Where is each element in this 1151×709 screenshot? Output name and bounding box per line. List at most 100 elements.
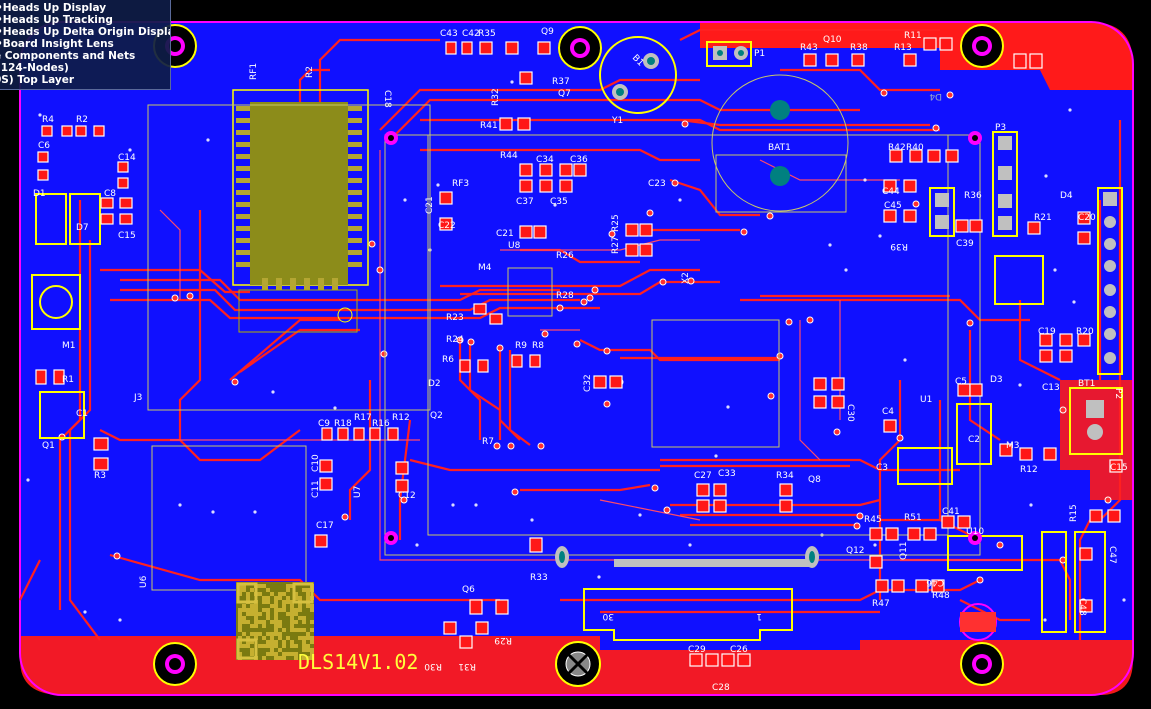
designator-label: R17 [354, 413, 372, 423]
designator-label: C17 [316, 521, 334, 531]
component-outlines [147, 74, 981, 591]
designator-label: Q11 [899, 541, 909, 560]
designator-label: R44 [500, 151, 518, 161]
designator-label: C10 [311, 454, 321, 472]
qr-code-silkscreen [236, 582, 314, 660]
designator-label: C14 [118, 153, 136, 163]
designator-label: M1 [62, 341, 76, 351]
designator-label: R39 [890, 241, 908, 251]
designator-label: C6 [38, 141, 50, 151]
designator-label: R41 [480, 121, 498, 131]
hud-line-components-nets: e Components and Nets [0, 50, 136, 62]
designator-label: C11 [311, 480, 321, 498]
designator-label: C33 [718, 469, 736, 479]
designator-label: C12 [398, 491, 416, 501]
designator-label: BT1 [1078, 379, 1095, 389]
designator-label: R12 [1020, 465, 1038, 475]
designator-label: Q6 [462, 585, 475, 595]
designator-label: R37 [552, 77, 570, 87]
designator-label: C2 [968, 435, 980, 445]
designator-label: C21 [496, 229, 514, 239]
designator-label: Q1 [42, 441, 55, 451]
designator-label: R16 [372, 419, 390, 429]
designator-label: R2 [76, 115, 88, 125]
silkscreen-outlines [31, 36, 1123, 641]
designator-label: R33 [530, 573, 548, 583]
designator-label: C39 [956, 239, 974, 249]
designator-label: R15 [1069, 504, 1079, 522]
designator-label: U8 [508, 241, 521, 251]
designator-label: P3 [995, 123, 1006, 133]
designator-label: Q2 [430, 411, 443, 421]
designator-label: U6 [139, 575, 149, 588]
designator-label: C30 [845, 404, 855, 422]
designator-label: C46 [926, 577, 944, 587]
designator-label: C36 [570, 155, 588, 165]
hud-line-tracking: •Heads Up Tracking [0, 14, 113, 26]
designator-label: R28 [556, 291, 574, 301]
designator-label: D4 [1060, 191, 1073, 201]
designator-label: R11 [904, 31, 922, 41]
designator-label: R1 [62, 375, 74, 385]
designator-label: C29 [688, 645, 706, 655]
designator-label: C35 [550, 197, 568, 207]
designator-label: C47 [1107, 546, 1117, 564]
designator-label: BAT1 [768, 143, 791, 153]
designator-label: R13 [894, 43, 912, 53]
designator-label: R3 [94, 471, 106, 481]
designator-label: R7 [482, 437, 494, 447]
designator-label: R43 [800, 43, 818, 53]
designator-label: RF1 [249, 63, 259, 80]
wireless-module [232, 89, 369, 333]
designator-label: 1 [756, 611, 762, 621]
designator-label: R35 [478, 29, 496, 39]
designator-label: R20 [1076, 327, 1094, 337]
designator-label: R32 [491, 88, 501, 106]
designator-label: C32 [583, 374, 593, 392]
designator-label: R27 [611, 236, 621, 254]
designator-label: U1 [920, 395, 932, 405]
hud-line-delta-origin: •Heads Up Delta Origin Display [0, 26, 170, 38]
designator-label: R4 [42, 115, 54, 125]
designator-label: R21 [1034, 213, 1052, 223]
designator-label: 30 [602, 611, 614, 621]
designator-label: R36 [964, 191, 982, 201]
designator-label: D2 [428, 379, 441, 389]
designator-label: U10 [966, 527, 984, 537]
designator-label: R8 [532, 341, 544, 351]
vias [58, 89, 1112, 584]
designator-label: R30 [424, 661, 442, 671]
designator-label: C27 [694, 471, 712, 481]
designator-label: RF3 [452, 179, 469, 189]
designator-label: Q7 [558, 89, 571, 99]
mounting-holes [153, 24, 1004, 687]
designator-label: C15 [1110, 463, 1128, 473]
designator-label: C44 [882, 187, 900, 197]
designator-label: C22 [438, 221, 456, 231]
designator-label: C1 [76, 409, 88, 419]
designator-label: R31 [458, 661, 476, 671]
designator-label: R48 [932, 591, 950, 601]
designator-label: C45 [884, 201, 902, 211]
hud-line-display: •Heads Up Display [0, 2, 107, 14]
heads-up-display-panel[interactable]: •Heads Up Display •Heads Up Tracking •He… [0, 0, 171, 90]
designator-label: Q9 [541, 27, 554, 37]
designator-label: R34 [776, 471, 794, 481]
designator-label: R38 [850, 43, 868, 53]
designator-label: P1 [754, 49, 765, 59]
bottom-copper-pour [20, 22, 1133, 695]
designator-label: R2 [305, 66, 315, 78]
designator-label: C34 [536, 155, 554, 165]
designator-label: R12 [392, 413, 410, 423]
designator-label: R45 [864, 515, 882, 525]
designator-label: R9 [515, 341, 527, 351]
designator-label: C21 [425, 196, 435, 214]
designator-label: C15 [118, 231, 136, 241]
hud-line-layer: 0S) Top Layer [0, 74, 75, 86]
designator-label: C19 [1038, 327, 1056, 337]
designator-label: C4 [882, 407, 894, 417]
designator-label: R51 [904, 513, 922, 523]
